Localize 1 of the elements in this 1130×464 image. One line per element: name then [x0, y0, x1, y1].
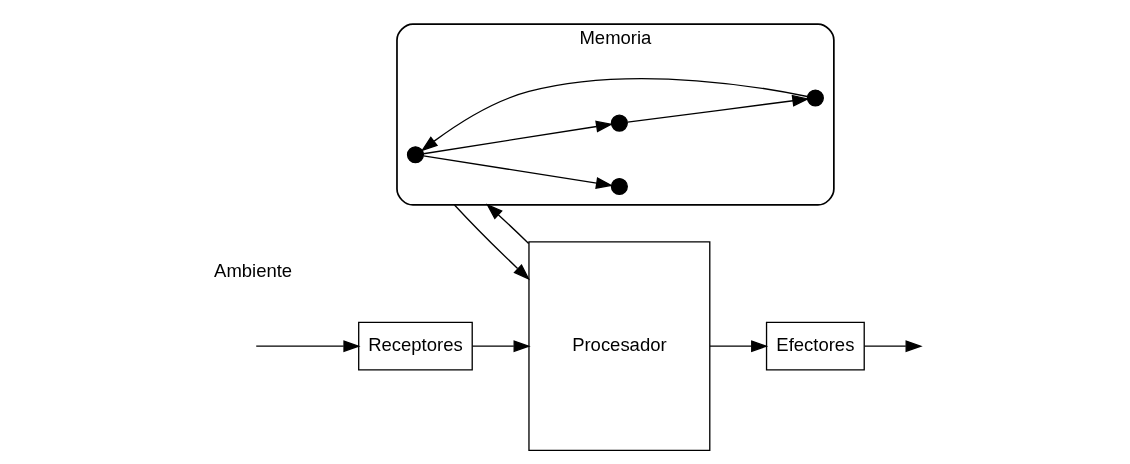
label: Ambiente — [214, 260, 293, 282]
